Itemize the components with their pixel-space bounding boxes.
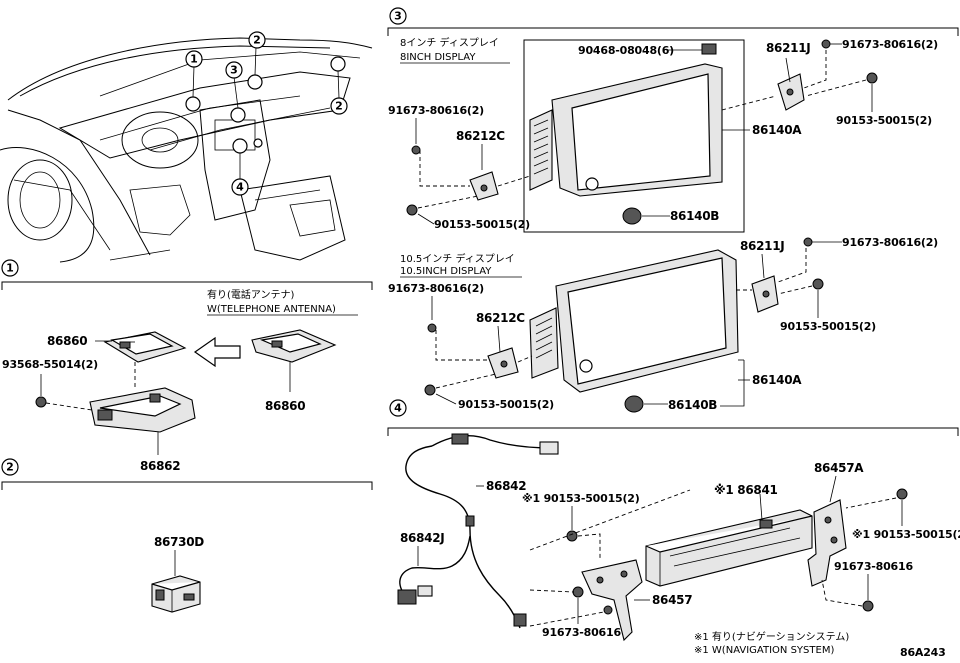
vehicle-overview-illustration — [0, 37, 373, 263]
overview-callout-4: 4 — [231, 178, 249, 196]
part-86140A-10: 86140A — [752, 373, 802, 387]
svg-text:2: 2 — [253, 34, 261, 47]
section4-footnote-en: ※1 W(NAVIGATION SYSTEM) — [694, 645, 834, 656]
display10-title-en: 10.5INCH DISPLAY — [400, 266, 492, 277]
part-86212C-10: 86212C — [476, 311, 525, 325]
svg-text:3: 3 — [230, 64, 238, 77]
part-86140B-10: 86140B — [668, 398, 717, 412]
section1-note-en: W(TELEPHONE ANTENNA) — [207, 304, 336, 315]
part-86860-right: 86860 — [265, 399, 305, 413]
display8-title-jp: 8インチ ディスプレイ — [400, 36, 499, 49]
part-91673-80616-8l: 91673-80616(2) — [388, 104, 484, 117]
part-90153-50015-8r: 90153-50015(2) — [836, 114, 932, 127]
part-90153-50015-10r: 90153-50015(2) — [780, 320, 876, 333]
part-86140A-8: 86140A — [752, 123, 802, 137]
display8-title-en: 8INCH DISPLAY — [400, 52, 476, 63]
part-86860-top: 86860 — [47, 334, 87, 348]
part-86842: 86842 — [486, 479, 526, 493]
section-3: 3 8インチ ディスプレイ 8INCH DISPLAY 90468-08048(… — [387, 7, 959, 413]
overview-callout-3: 3 — [225, 61, 243, 79]
part-86457: 86457 — [652, 593, 692, 607]
part-90153-50015-r: ※1 90153-50015(2) — [852, 528, 960, 541]
section-1: 1 有り(電話アンテナ) W(TELEPHONE ANTENNA) 86860 … — [1, 259, 373, 473]
overview-callout-2a: 2 — [248, 31, 266, 49]
svg-text:4: 4 — [394, 402, 402, 415]
section4-footnote-jp: ※1 有り(ナビゲーションシステム) — [694, 630, 849, 643]
part-91673-80616-10l: 91673-80616(2) — [388, 282, 484, 295]
part-90153-50015-8l: 90153-50015(2) — [434, 218, 530, 231]
part-86457A: 86457A — [814, 461, 864, 475]
part-90153-50015-c: ※1 90153-50015(2) — [522, 492, 640, 505]
part-91673-80616-b: 91673-80616 — [542, 626, 621, 639]
svg-text:1: 1 — [6, 262, 14, 275]
svg-text:3: 3 — [394, 10, 402, 23]
section1-note-jp: 有り(電話アンテナ) — [207, 288, 295, 301]
part-91673-80616-r: 91673-80616 — [834, 560, 913, 573]
part-90468-08048: 90468-08048(6) — [578, 44, 674, 57]
svg-text:1: 1 — [190, 53, 198, 66]
part-91673-80616-8r: 91673-80616(2) — [842, 38, 938, 51]
part-86841: ※1 86841 — [714, 483, 778, 497]
overview-callout-1: 1 — [185, 50, 203, 68]
part-86140B-8: 86140B — [670, 209, 719, 223]
part-90153-50015-10l: 90153-50015(2) — [458, 398, 554, 411]
part-91673-80616-10r: 91673-80616(2) — [842, 236, 938, 249]
part-93568-55014: 93568-55014(2) — [2, 358, 98, 371]
part-86212C-8: 86212C — [456, 129, 505, 143]
svg-text:2: 2 — [6, 461, 14, 474]
diagram-id: 86A243 — [900, 646, 946, 659]
part-86862: 86862 — [140, 459, 180, 473]
part-86211J-10: 86211J — [740, 239, 784, 253]
svg-text:2: 2 — [335, 100, 343, 113]
display10-title-jp: 10.5インチ ディスプレイ — [400, 252, 515, 265]
part-86730D: 86730D — [154, 535, 204, 549]
section-2: 2 86730D — [1, 458, 373, 613]
svg-text:4: 4 — [236, 181, 244, 194]
part-86211J-8: 86211J — [766, 41, 810, 55]
overview-callout-2b: 2 — [330, 97, 348, 115]
section-4: 4 86842 86842J ※1 90153-50015(2) ※1 8684… — [387, 399, 960, 656]
part-86842J: 86842J — [400, 531, 444, 545]
